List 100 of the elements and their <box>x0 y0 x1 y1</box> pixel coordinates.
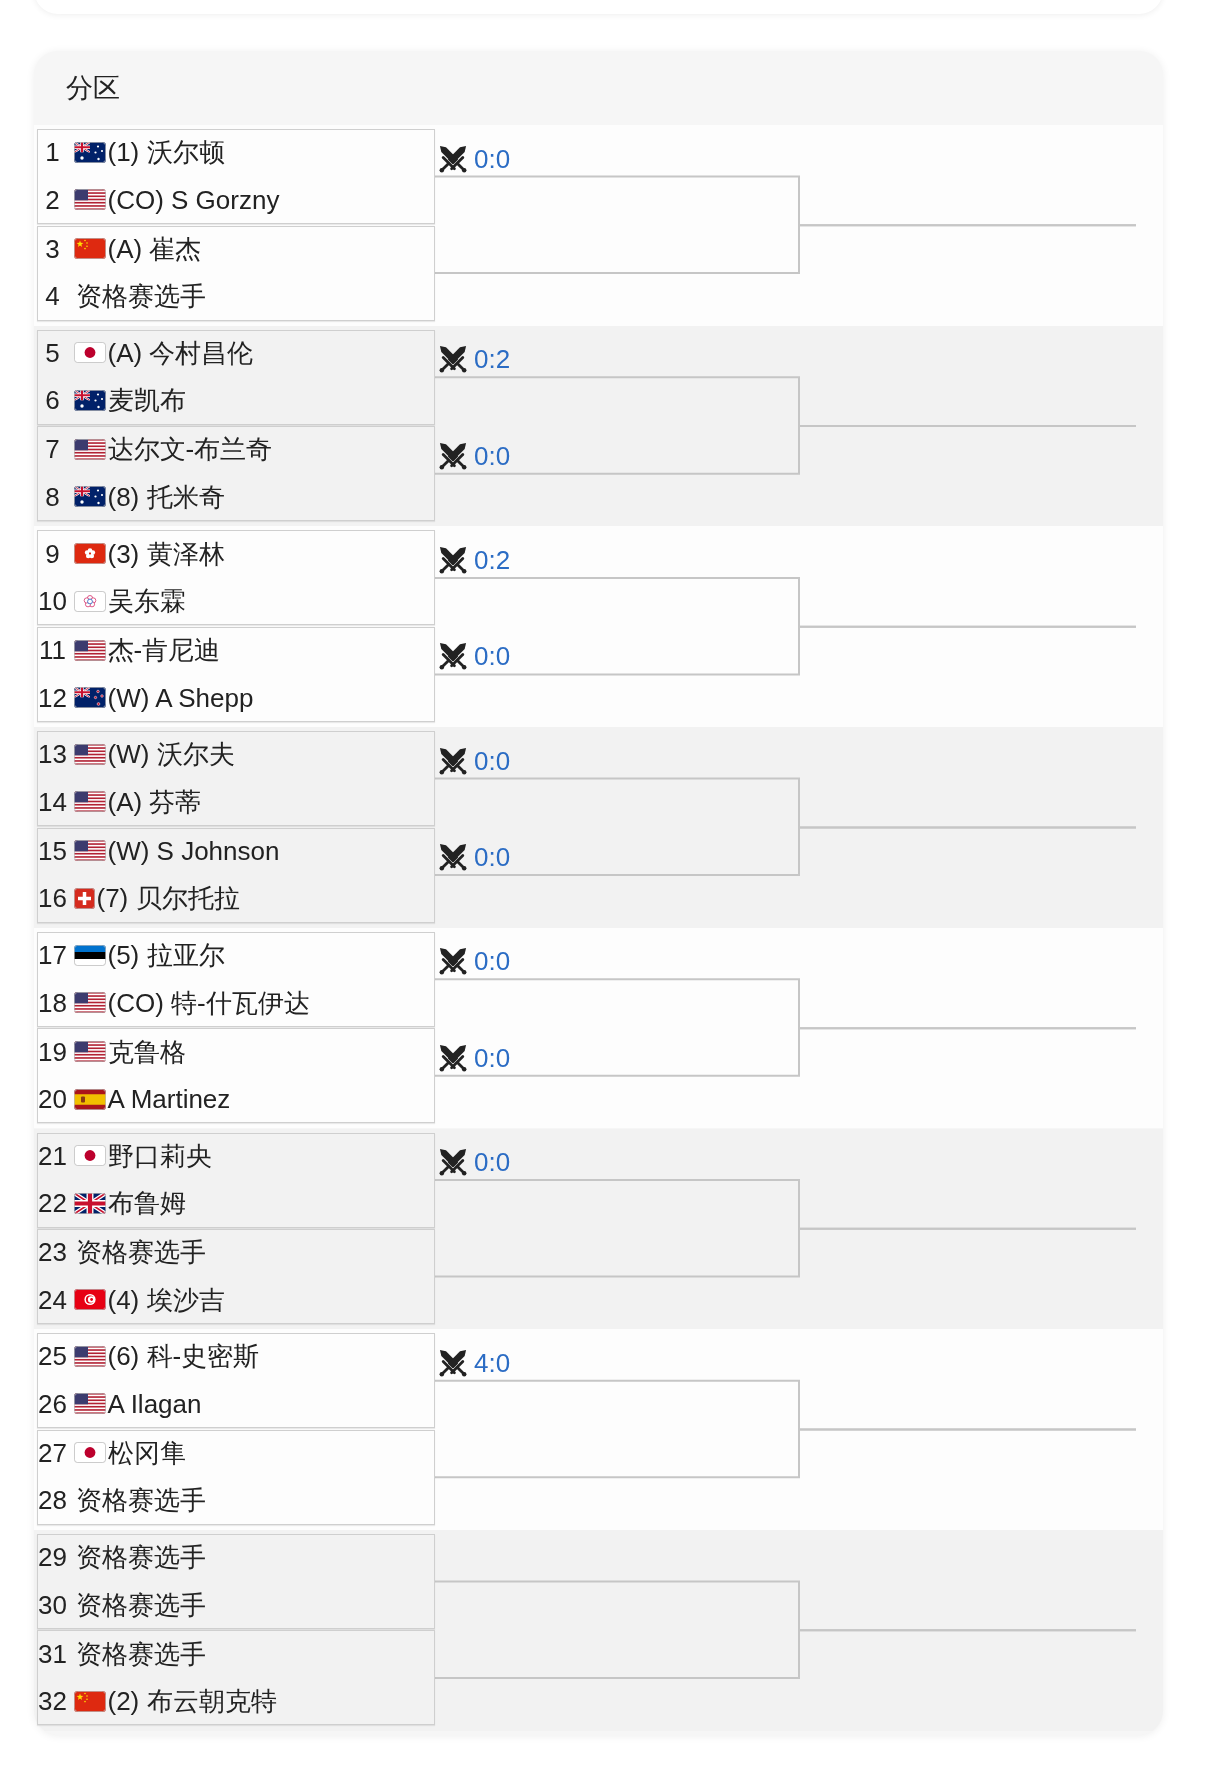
match-box <box>37 626 435 722</box>
player-name: 布鲁姆 <box>107 1188 186 1219</box>
player-name: A Ilagan <box>107 1388 202 1419</box>
match-box <box>37 1132 435 1228</box>
score-label: 0:0 <box>474 1042 511 1073</box>
draw-number: 7 <box>45 434 60 465</box>
match-box <box>37 1229 435 1324</box>
player-name: 资格赛选手 <box>75 1638 206 1669</box>
draw-number: 30 <box>38 1589 67 1620</box>
bracket-line <box>434 826 1137 877</box>
match-box <box>37 931 435 1027</box>
player-name: (2) 布云朝克特 <box>107 1686 277 1717</box>
score-label: 0:0 <box>474 143 511 174</box>
player-name: (W) 沃尔夫 <box>107 739 235 770</box>
match-box <box>37 731 435 827</box>
player-name: 资格赛选手 <box>75 1542 206 1573</box>
player-name: (8) 托米奇 <box>107 481 225 512</box>
player-name: (4) 埃沙吉 <box>107 1284 225 1315</box>
match-box <box>37 1333 435 1429</box>
bracket-line <box>434 224 1137 274</box>
score-label: 0:2 <box>474 344 511 375</box>
match-box <box>37 1533 435 1629</box>
draw-number: 32 <box>38 1686 67 1717</box>
player-name: (5) 拉亚尔 <box>107 940 225 971</box>
match-box <box>37 530 435 626</box>
player-name: (A) 芬蒂 <box>107 786 202 817</box>
score-label: 0:0 <box>474 745 511 776</box>
player-name: 克鲁格 <box>107 1036 186 1067</box>
player-name: 资格赛选手 <box>75 1485 206 1516</box>
draw-number: 15 <box>38 835 67 866</box>
match-box <box>37 1630 435 1726</box>
match-box <box>37 225 435 321</box>
bracket-line <box>434 1027 1137 1077</box>
heading: 分区 <box>66 72 120 105</box>
score-label: 0:0 <box>474 1147 511 1177</box>
match-box <box>37 1429 435 1525</box>
bracket-line <box>434 1428 1137 1479</box>
draw-number: 22 <box>38 1188 67 1219</box>
draw-number: 4 <box>45 281 60 312</box>
score-label: 0:2 <box>474 544 511 575</box>
draw-number: 19 <box>38 1036 67 1067</box>
score-label: 0:0 <box>474 641 511 672</box>
draw-number: 10 <box>38 586 67 617</box>
match-box <box>37 426 435 522</box>
score-label: 0:0 <box>474 842 511 873</box>
player-name: A Martinez <box>107 1084 231 1115</box>
draw-number: 16 <box>38 883 67 914</box>
player-name: (7) 贝尔托拉 <box>96 883 240 914</box>
player-name: 资格赛选手 <box>75 1589 206 1620</box>
score-label: 4:0 <box>474 1347 511 1378</box>
draw-number: 2 <box>45 184 60 215</box>
player-name: 资格赛选手 <box>75 1237 206 1268</box>
match-box <box>37 329 435 425</box>
score-label: 0:0 <box>474 440 511 471</box>
bracket-line <box>434 1227 1137 1278</box>
bracket-line <box>434 625 1137 676</box>
player-name: (W) A Shepp <box>107 682 254 713</box>
draw-number: 27 <box>38 1437 67 1468</box>
match-box <box>37 1028 435 1124</box>
draw-number: 8 <box>45 481 60 512</box>
player-name: (CO) S Gorzny <box>107 184 280 215</box>
player-name: (6) 科-史密斯 <box>107 1341 260 1372</box>
draw-number: 20 <box>38 1084 67 1115</box>
player-name: 野口莉央 <box>107 1140 212 1171</box>
player-name: 松冈隼 <box>107 1437 186 1468</box>
draw-number: 28 <box>38 1485 67 1516</box>
draw-number: 26 <box>38 1388 67 1419</box>
player-name: 麦凯布 <box>107 385 186 416</box>
player-name: 吴东霖 <box>107 586 186 617</box>
draw-number: 21 <box>38 1140 67 1171</box>
draw-number: 13 <box>38 739 67 770</box>
draw-number: 29 <box>38 1542 67 1573</box>
match-box <box>37 827 435 923</box>
draw-number: 5 <box>45 337 60 368</box>
draw-number: 24 <box>38 1284 67 1315</box>
draw-number: 12 <box>38 682 67 713</box>
player-name: 达尔文-布兰奇 <box>107 434 273 465</box>
bracket-line <box>434 425 1137 475</box>
draw-number: 3 <box>45 233 60 264</box>
draw-number: 25 <box>38 1341 67 1372</box>
match-box <box>37 129 435 224</box>
bracket-line <box>434 1629 1137 1679</box>
draw-number: 17 <box>38 940 67 971</box>
draw-number: 14 <box>38 786 67 817</box>
player-name: (W) S Johnson <box>107 835 280 866</box>
player-name: (1) 沃尔顿 <box>107 137 225 168</box>
draw-number: 9 <box>45 538 60 569</box>
player-name: 资格赛选手 <box>75 281 206 312</box>
player-name: (CO) 特-什瓦伊达 <box>107 987 310 1018</box>
draw-number: 18 <box>38 987 67 1018</box>
score-label: 0:0 <box>474 946 511 977</box>
draw-number: 23 <box>38 1237 67 1268</box>
draw-number: 11 <box>39 635 66 666</box>
draw-number: 31 <box>38 1638 67 1669</box>
player-name: (A) 崔杰 <box>107 233 202 264</box>
player-name: (3) 黄泽林 <box>107 538 225 569</box>
draw-number: 6 <box>45 385 60 416</box>
player-name: (A) 今村昌伦 <box>107 337 254 368</box>
draw-number: 1 <box>45 137 60 168</box>
player-name: 杰-肯尼迪 <box>107 635 221 666</box>
